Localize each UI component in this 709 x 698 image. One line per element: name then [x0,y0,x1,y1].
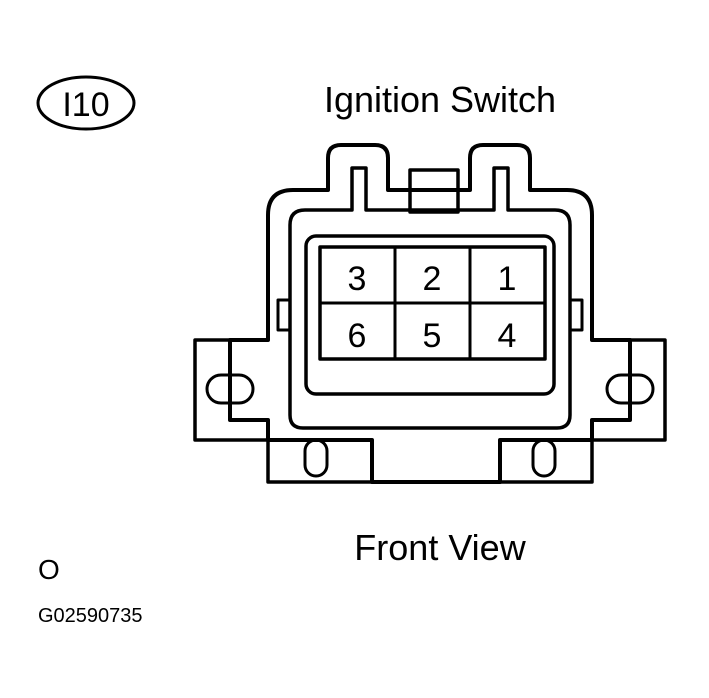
terminal-grid: 3 2 1 6 5 4 [318,245,547,361]
corner-mark: O [38,554,60,585]
diagram-title: Ignition Switch [324,79,556,120]
view-label: Front View [354,527,526,568]
connector-code: I10 [62,86,109,124]
terminal-4: 4 [498,317,517,355]
terminal-1: 1 [498,260,517,298]
connector-housing [193,143,667,484]
terminal-2: 2 [423,260,442,298]
connector-code-badge: I10 [36,75,136,131]
terminal-6: 6 [348,317,367,355]
figure-id: G02590735 [38,605,143,627]
terminal-5: 5 [423,317,442,355]
terminal-3: 3 [348,260,367,298]
